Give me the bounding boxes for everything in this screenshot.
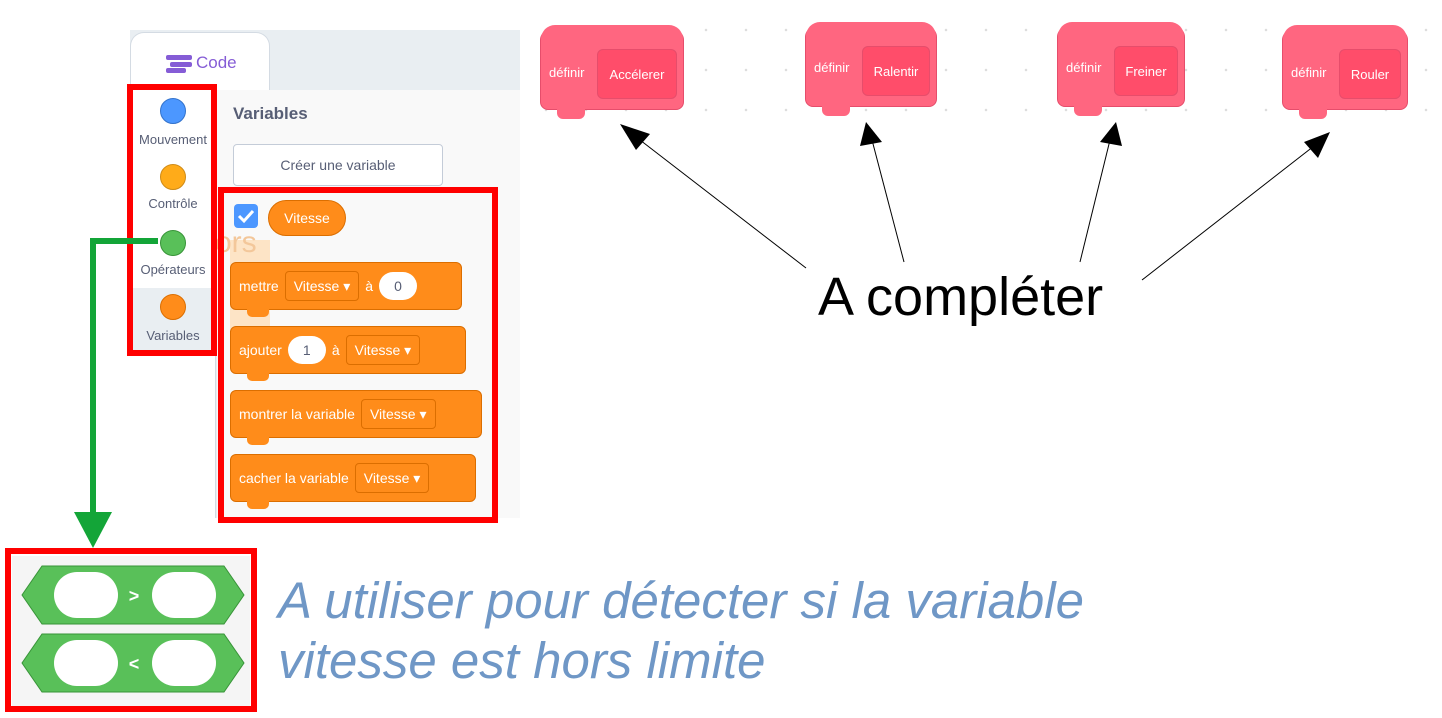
usage-note-line2: vitesse est hors limite	[278, 632, 766, 689]
change-block-label: ajouter	[239, 342, 282, 358]
usage-note: A utiliser pour détecter si la variable …	[278, 572, 1278, 692]
category-operators-dot[interactable]	[160, 230, 186, 256]
less-than-block[interactable]: <	[21, 633, 245, 693]
define-name-freiner[interactable]: Freiner	[1114, 46, 1178, 96]
define-block-hat	[1283, 25, 1407, 45]
define-name-ralentir[interactable]: Ralentir	[862, 46, 930, 96]
define-keyword: définir	[1066, 60, 1102, 75]
define-block-hat	[806, 22, 936, 42]
dropdown-arrow-icon: ▾	[404, 341, 412, 358]
block-notch	[247, 309, 269, 317]
set-block-label: mettre	[239, 278, 279, 294]
hide-dropdown-value: Vitesse	[363, 470, 410, 486]
arrow-line-ralentir	[871, 139, 905, 263]
category-variables-label[interactable]: Variables	[146, 328, 200, 343]
change-dropdown-value: Vitesse	[354, 342, 401, 358]
define-block-hat	[541, 25, 683, 45]
hide-variable-dropdown[interactable]: Vitesse ▾	[354, 463, 430, 493]
block-notch	[247, 501, 269, 509]
set-variable-dropdown[interactable]: Vitesse ▾	[284, 271, 360, 301]
palette-title: Variables	[233, 104, 308, 123]
arrow-head-icon	[1304, 132, 1330, 158]
show-dropdown-value: Vitesse	[369, 406, 416, 422]
complete-annotation-label: A compléter	[818, 267, 1104, 327]
category-motion-label[interactable]: Mouvement	[139, 132, 207, 147]
block-notch	[247, 437, 269, 445]
show-variable-block[interactable]: montrer la variable Vitesse ▾	[230, 390, 482, 445]
define-name-accelerer[interactable]: Accélerer	[597, 49, 677, 99]
define-keyword: définir	[1291, 65, 1327, 80]
greater-right-input	[152, 572, 216, 618]
greater-than-symbol: >	[129, 586, 140, 606]
category-control-dot[interactable]	[160, 164, 186, 190]
define-keyword: définir	[814, 60, 850, 75]
set-dropdown-value: Vitesse	[293, 278, 340, 294]
show-block-label: montrer la variable	[239, 406, 355, 422]
define-keyword: définir	[549, 65, 585, 80]
dropdown-arrow-icon: ▾	[419, 405, 427, 422]
code-icon	[166, 55, 192, 73]
comparison-blocks[interactable]: > <	[20, 560, 246, 700]
hide-variable-block[interactable]: cacher la variable Vitesse ▾	[230, 454, 476, 509]
dropdown-arrow-icon: ▾	[343, 277, 351, 294]
category-variables-dot[interactable]	[160, 294, 186, 320]
block-notch	[1299, 109, 1327, 119]
arrow-line-accelerer	[639, 139, 807, 269]
dropdown-arrow-icon: ▾	[413, 469, 421, 486]
arrow-line-rouler	[1141, 145, 1315, 281]
define-block-accelerer[interactable]: définir Accélerer	[540, 25, 684, 119]
set-value-input[interactable]: 0	[379, 272, 418, 300]
block-notch	[822, 106, 850, 116]
category-control-label[interactable]: Contrôle	[148, 196, 198, 211]
define-block-hat	[1058, 22, 1184, 42]
create-variable-button[interactable]: Créer une variable	[233, 144, 443, 186]
change-block-to-label: à	[331, 342, 340, 358]
tab-code-label: Code	[196, 53, 237, 72]
change-value-input[interactable]: 1	[287, 336, 326, 364]
define-block-freiner[interactable]: définir Freiner	[1057, 22, 1185, 116]
set-block-to-label: à	[365, 278, 374, 294]
variable-checkbox[interactable]	[234, 204, 258, 228]
green-arrow-head	[74, 512, 112, 548]
less-right-input	[152, 640, 216, 686]
define-block-rouler[interactable]: définir Rouler	[1282, 25, 1408, 119]
categories-highlight-box	[127, 84, 217, 356]
usage-note-line1: A utiliser pour détecter si la variable	[278, 572, 1084, 629]
operators-highlight-box	[5, 548, 257, 712]
category-motion-dot[interactable]	[160, 98, 186, 124]
change-variable-dropdown[interactable]: Vitesse ▾	[345, 335, 421, 365]
variable-blocks-highlight-box	[218, 187, 498, 523]
hide-block-label: cacher la variable	[239, 470, 349, 486]
define-block-ralentir[interactable]: définir Ralentir	[805, 22, 937, 116]
change-variable-block[interactable]: ajouter 1 à Vitesse ▾	[230, 326, 466, 381]
set-variable-block[interactable]: mettre Vitesse ▾ à 0	[230, 262, 462, 317]
show-variable-dropdown[interactable]: Vitesse ▾	[360, 399, 436, 429]
tab-code[interactable]	[130, 32, 270, 92]
block-notch	[557, 109, 585, 119]
check-icon	[237, 209, 255, 224]
less-than-symbol: <	[129, 654, 140, 674]
block-notch	[247, 373, 269, 381]
arrow-line-freiner	[1079, 139, 1111, 263]
less-left-input	[54, 640, 118, 686]
block-notch	[1074, 106, 1102, 116]
greater-than-block[interactable]: >	[21, 565, 245, 625]
variable-reporter-vitesse[interactable]: Vitesse	[268, 200, 346, 236]
greater-left-input	[54, 572, 118, 618]
define-name-rouler[interactable]: Rouler	[1339, 49, 1401, 99]
